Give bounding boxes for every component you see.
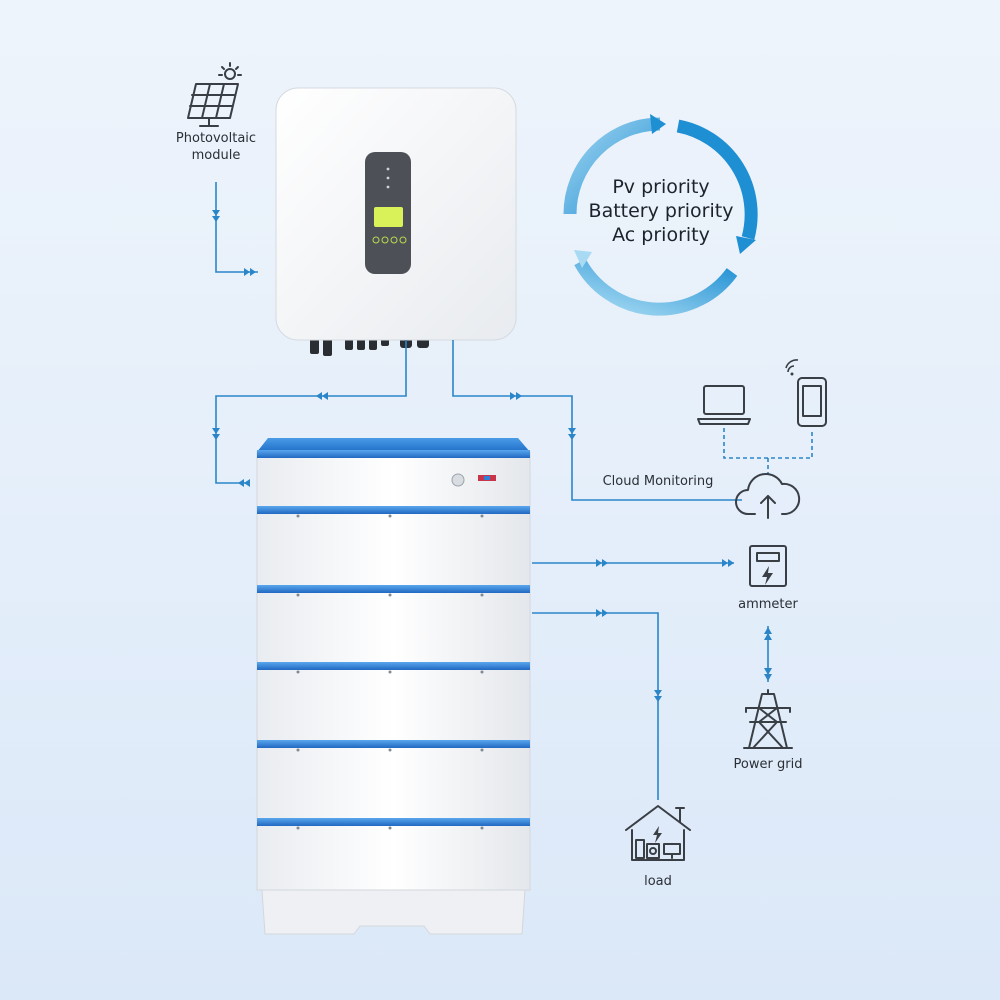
battery-to-load-flow (532, 609, 662, 800)
battery-to-ammeter-flow (532, 559, 734, 567)
cloud-monitoring-label: Cloud Monitoring (603, 474, 714, 489)
power-grid-label: Power grid (734, 757, 803, 772)
solar-panel-icon (187, 62, 242, 127)
inverter-to-cloud-flow (452, 340, 742, 501)
house-load-icon (625, 805, 691, 861)
pv-module-label: Photovoltaic (176, 131, 256, 146)
cloud-upload-icon (735, 473, 801, 519)
priority-cycle-ring (563, 114, 758, 316)
pv-module-label-2: module (192, 148, 241, 163)
inverter-lcd-screen (374, 207, 403, 227)
pv-to-inverter-flow (212, 182, 258, 276)
ammeter-label: ammeter (738, 597, 798, 612)
battery-power-button (451, 473, 465, 487)
hybrid-inverter (275, 87, 517, 356)
inverter-to-battery-flow (212, 340, 407, 487)
laptop-icon (697, 385, 751, 425)
smartphone-icon (785, 359, 827, 427)
battery-stack (256, 438, 531, 935)
load-label: load (644, 874, 672, 889)
priority-battery: Battery priority (589, 200, 734, 222)
device-network-links (723, 428, 813, 474)
priority-ac: Ac priority (612, 224, 710, 246)
power-tower-icon (743, 689, 793, 749)
ammeter-icon (749, 545, 787, 587)
ammeter-grid-link (764, 626, 772, 682)
priority-pv: Pv priority (612, 176, 709, 198)
